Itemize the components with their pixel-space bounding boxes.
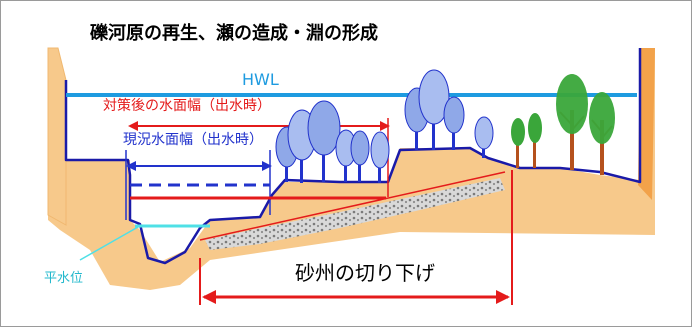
current-width-label: 現況水面幅（出水時） [123, 132, 263, 148]
tree-blue-icon [275, 69, 494, 183]
normal-water-label: 平水位 [44, 271, 84, 286]
tree-green-icon [511, 74, 615, 175]
gravel-strip [205, 178, 505, 250]
sandbar-cutdown-label: 砂州の切り下げ [295, 261, 435, 285]
page-title: 礫河原の再生、瀬の造成・淵の形成 [90, 23, 378, 44]
right-bank [638, 48, 655, 200]
ground-fill [48, 48, 655, 290]
hwl-label: HWL [242, 70, 279, 89]
after-width-label: 対策後の水面幅（出水時） [103, 98, 271, 114]
ground-outline [64, 48, 642, 265]
left-bank [47, 47, 67, 226]
normal-water-leader [79, 226, 139, 261]
cut-line [199, 171, 506, 241]
